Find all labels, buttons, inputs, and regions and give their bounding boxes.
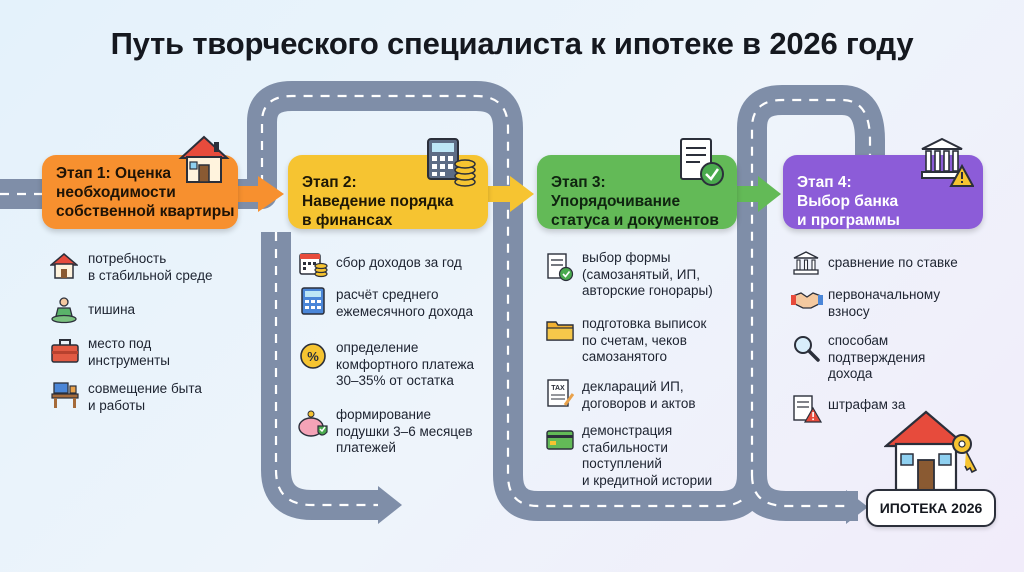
list-item: выбор формы (самозанятый, ИП, авторские … bbox=[582, 250, 713, 298]
piggy-bank-icon bbox=[298, 410, 328, 437]
stage-label-line: Выбор банка bbox=[797, 193, 899, 210]
house-icon bbox=[50, 253, 78, 279]
list-item: формирование подушки 3–6 месяцев платеже… bbox=[336, 407, 473, 455]
stage-label-line: и программы bbox=[797, 212, 900, 229]
document-check-icon bbox=[680, 138, 724, 186]
list-item: тишина bbox=[88, 302, 136, 317]
toolbox-icon bbox=[51, 339, 79, 363]
list-item: деклараций ИП, договоров и актов bbox=[582, 379, 696, 411]
list-item: потребность в стабильной среде bbox=[88, 251, 213, 283]
stage-label-line: Упорядочивание bbox=[551, 193, 681, 210]
stage-label-line: Наведение порядка bbox=[302, 193, 454, 210]
bank-warning-icon bbox=[921, 137, 974, 187]
stage-label-line: в финансах bbox=[302, 212, 393, 229]
calendar-coins-icon bbox=[299, 253, 328, 278]
stage-2-card: Этап 2: Наведение порядка в финансах bbox=[288, 155, 488, 229]
list-item: сравнение по ставке bbox=[828, 255, 958, 270]
document-check-icon bbox=[547, 253, 574, 282]
tax-label: TAX bbox=[551, 385, 565, 392]
list-item: определение комфортного платежа 30–35% о… bbox=[336, 340, 475, 388]
magnifier-icon bbox=[794, 336, 820, 362]
list-item: первоначальному взносу bbox=[828, 287, 941, 319]
list-item: демонстрация стабильности поступлений и … bbox=[582, 423, 713, 488]
stage-label-line: Этап 4: bbox=[797, 174, 852, 191]
stage-label-line: Этап 2: bbox=[302, 174, 357, 191]
list-item: место под инструменты bbox=[88, 336, 171, 368]
svg-text:%: % bbox=[307, 349, 319, 364]
handshake-icon bbox=[791, 292, 823, 309]
list-item: сбор доходов за год bbox=[336, 255, 462, 270]
desk-icon bbox=[51, 382, 79, 408]
tax-form-icon: TAX bbox=[547, 379, 574, 407]
calculator-coins-icon bbox=[427, 138, 476, 187]
folder-icon bbox=[546, 321, 574, 341]
page-title: Путь творческого специалиста к ипотеке в… bbox=[110, 26, 914, 61]
list-item: подготовка выписок по счетам, чеков само… bbox=[582, 316, 707, 364]
house-key-icon bbox=[884, 410, 978, 492]
stage-4-card: Этап 4: Выбор банка и программы bbox=[783, 155, 983, 229]
meditation-icon bbox=[51, 297, 77, 324]
credit-card-icon bbox=[546, 430, 574, 450]
list-item: штрафам за bbox=[828, 397, 906, 412]
bank-icon bbox=[793, 251, 819, 275]
final-badge: ИПОТЕКА 2026 bbox=[866, 489, 996, 527]
calculator-icon bbox=[301, 287, 325, 315]
stage-label-line: Этап 1: Оценка bbox=[56, 165, 171, 182]
house-icon bbox=[178, 135, 230, 183]
percent-coin-icon: % bbox=[300, 343, 326, 369]
stage-label-line: необходимости bbox=[56, 184, 176, 201]
stage-label-line: собственной квартиры bbox=[56, 203, 235, 220]
connector-arrows bbox=[238, 176, 781, 212]
road-arrow-end bbox=[378, 486, 402, 524]
document-warning-icon bbox=[793, 395, 822, 423]
list-item: расчёт среднего ежемесячного дохода bbox=[336, 287, 474, 319]
stage-label-line: статуса и документов bbox=[551, 212, 719, 229]
stage-label-line: Этап 3: bbox=[551, 174, 606, 191]
list-item: совмещение быта и работы bbox=[88, 381, 202, 413]
list-item: способам подтверждения дохода bbox=[828, 333, 926, 381]
